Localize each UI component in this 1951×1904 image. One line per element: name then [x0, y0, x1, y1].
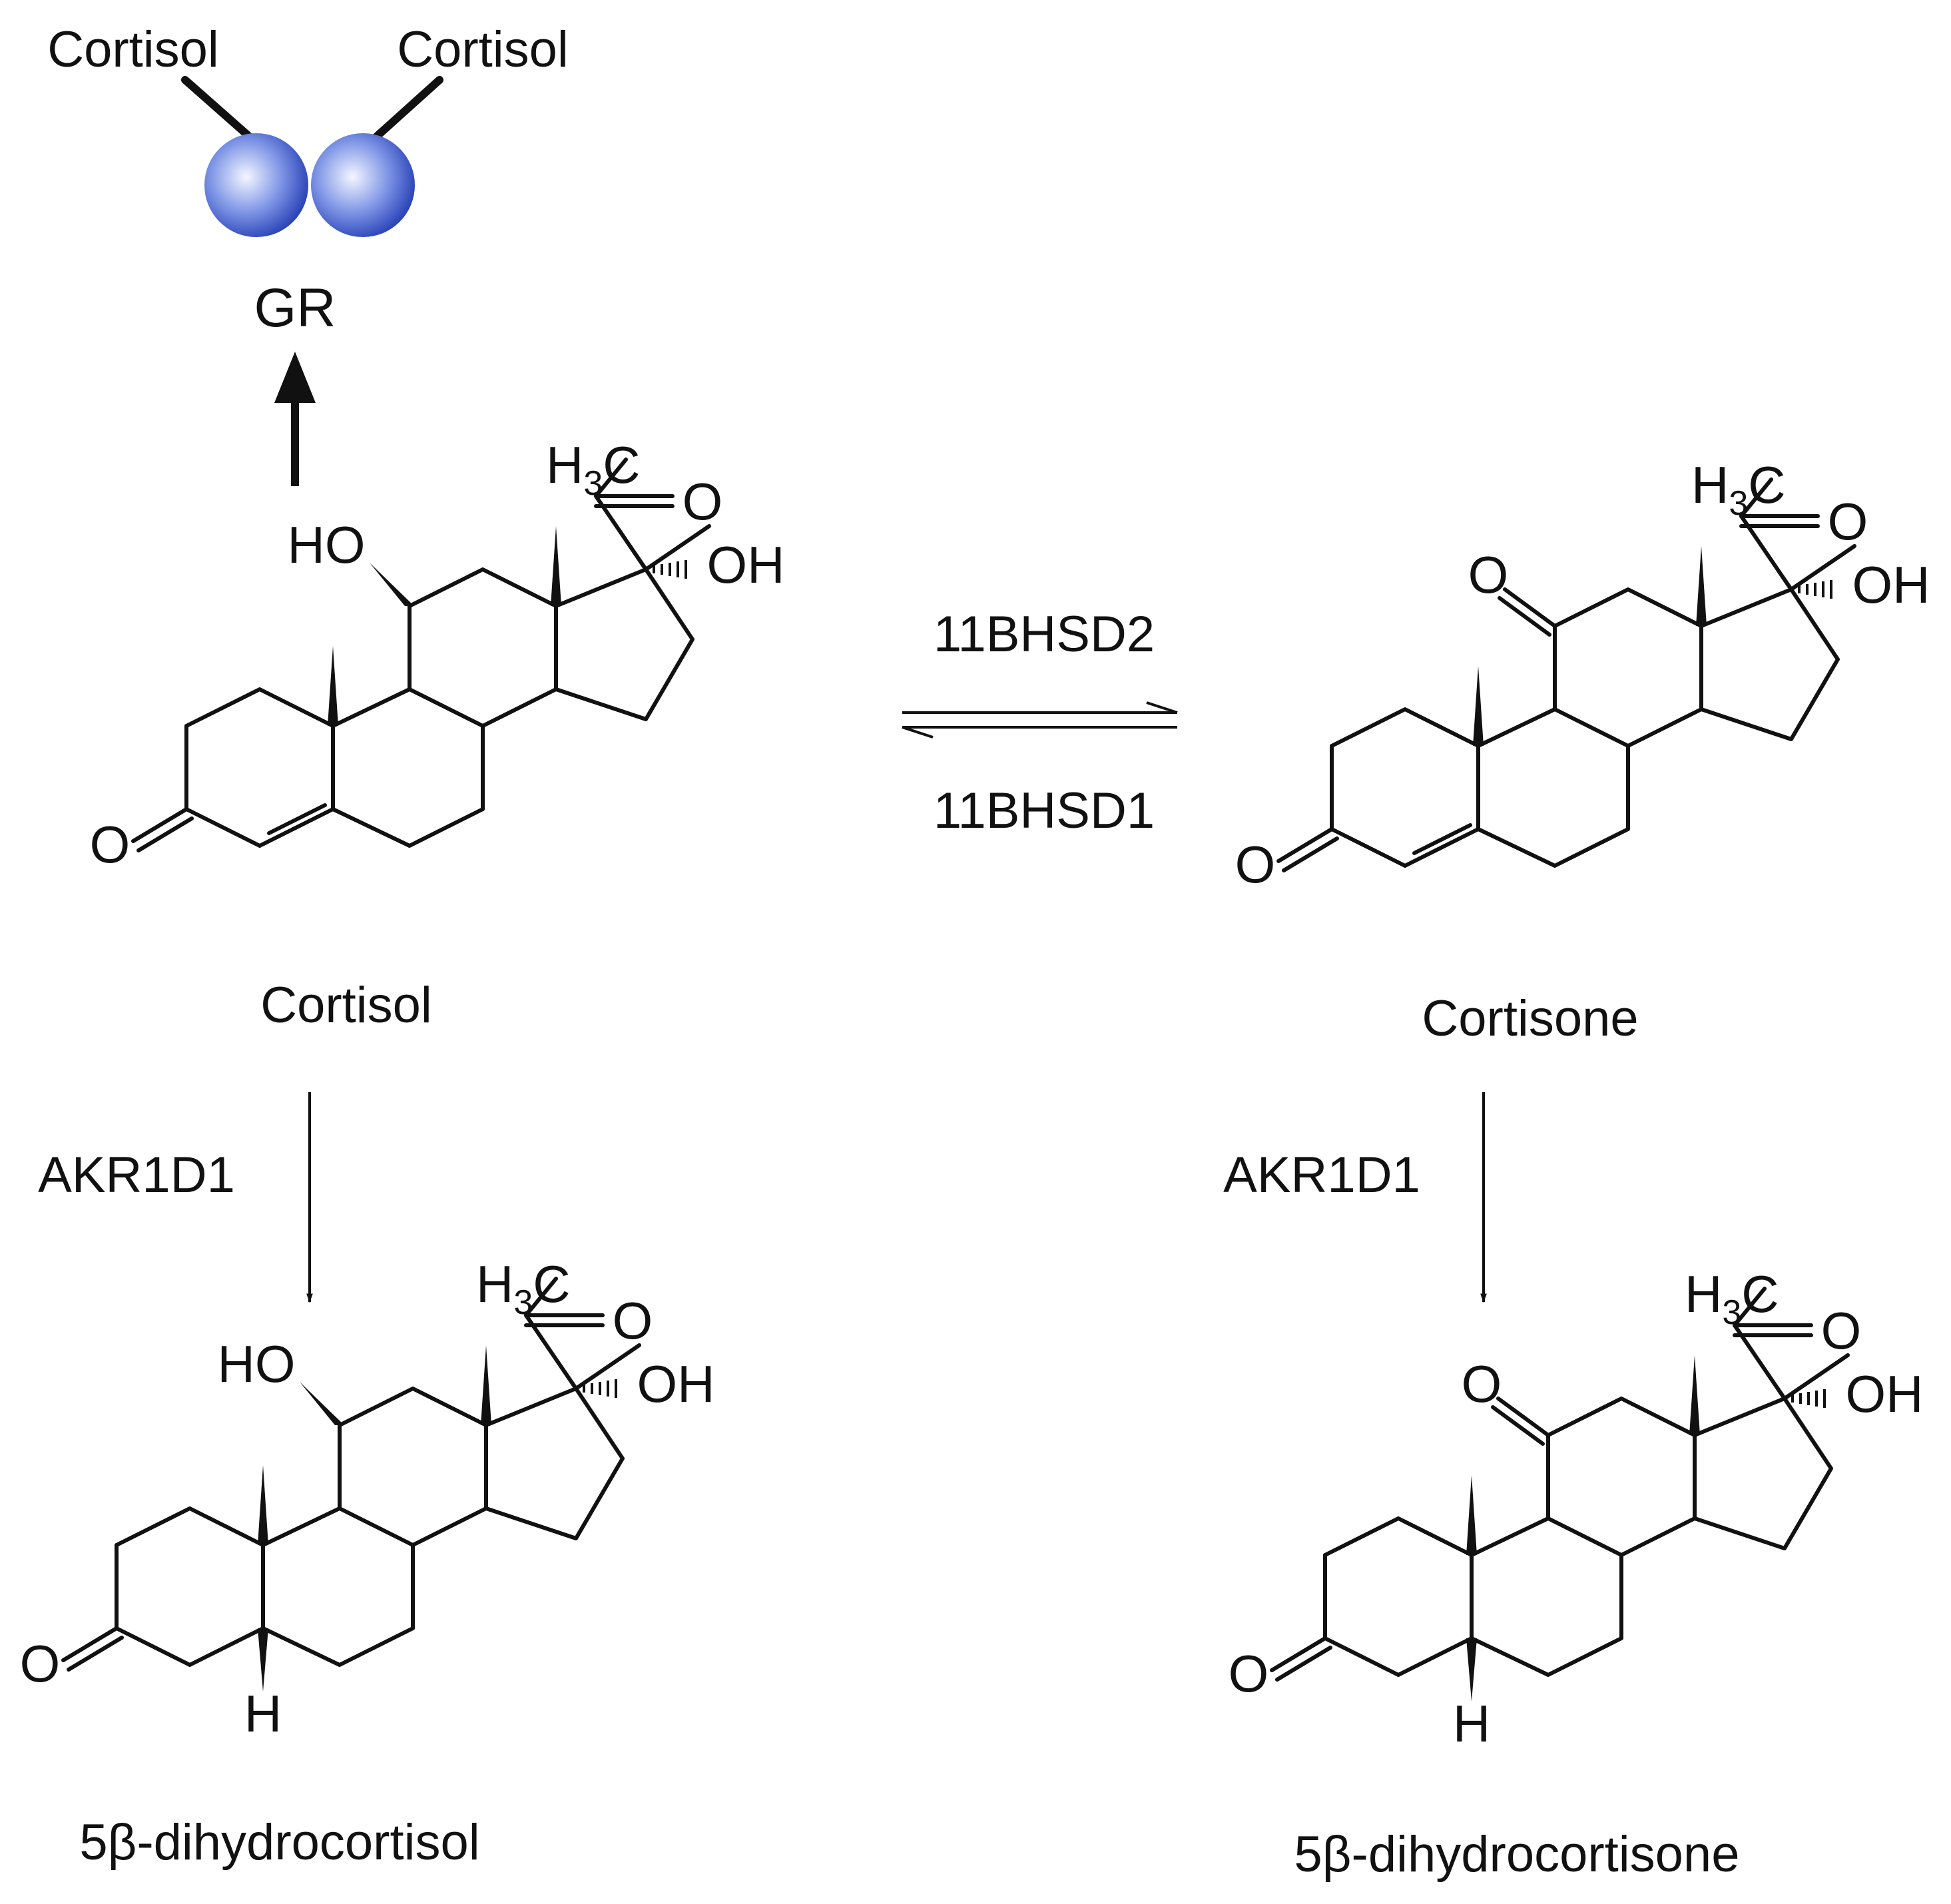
c11-ketone-bond-2: [1498, 596, 1551, 637]
c11-ketone-bond: [1503, 587, 1557, 628]
methyl-group-label: H3C: [546, 436, 641, 503]
c3-ketone-bond: [1276, 827, 1334, 863]
methyl-group-label: H3C: [1685, 1265, 1779, 1332]
c11-hydroxyl: HO: [218, 1335, 296, 1393]
c5-hydrogen: H: [1453, 1694, 1490, 1753]
compound-label-5b-dihydrocortisone: 5β-dihydrocortisone: [1294, 1826, 1740, 1883]
forward-arrow-barb: [1146, 701, 1178, 714]
enzyme-11bhsd2: 11BHSD2: [934, 606, 1155, 663]
acetyl-oxygen: O: [683, 472, 723, 531]
ligand-label-left: Cortisol: [47, 21, 219, 78]
gr-receptor: Cortisol Cortisol GR: [47, 21, 569, 486]
c3-ketone-bond: [1270, 1636, 1327, 1672]
steroid-skeleton: [115, 1313, 641, 1667]
compound-label-cortisol: Cortisol: [260, 977, 432, 1034]
molecule-cortisone: O O O H3C OH: [1235, 456, 1930, 894]
activation-arrow-head: [274, 352, 316, 403]
steroid-skeleton: [1323, 1323, 1850, 1677]
c3-ketone-bond-2: [67, 1636, 124, 1672]
c4-c5-bond: [258, 807, 335, 848]
acetyl-methyl-bond: [1739, 477, 1773, 518]
c3-ketone-bond-2: [137, 816, 194, 852]
receptor-subunit-right: [311, 133, 415, 237]
acetyl-methyl-bond: [524, 1277, 558, 1317]
c17-hydroxyl: OH: [1852, 555, 1930, 614]
enzyme-11bhsd1: 11BHSD1: [934, 783, 1155, 839]
c17-hydroxyl: OH: [1846, 1365, 1924, 1423]
reduction-arrows: AKR1D1 AKR1D1: [38, 1092, 1487, 1303]
c3-oxygen: O: [1235, 835, 1276, 894]
c3-oxygen: O: [90, 815, 131, 874]
ligand-label-right: Cortisol: [397, 21, 569, 78]
ligand-tether-right: [369, 76, 443, 144]
acetyl-oxygen: O: [613, 1291, 653, 1350]
acetyl-oxygen: O: [1828, 492, 1868, 551]
c5-h-wedge: [258, 1628, 268, 1692]
c5-h-wedge: [1466, 1638, 1477, 1702]
c4-c5-double-bond: [267, 803, 327, 835]
c17-hydroxyl: OH: [637, 1355, 715, 1413]
receptor-label: GR: [254, 278, 336, 338]
steroid-skeleton: [184, 494, 711, 848]
receptor-subunit-left: [204, 133, 308, 237]
compound-label-5b-dihydrocortisol: 5β-dihydrocortisol: [79, 1814, 479, 1871]
c3-ketone-bond-2: [1282, 836, 1339, 872]
acetyl-methyl-bond: [1733, 1287, 1767, 1327]
reverse-arrow-barb: [902, 726, 934, 739]
c17-hydroxyl: OH: [707, 535, 785, 594]
enzyme-akr1d1-right: AKR1D1: [1223, 1147, 1420, 1203]
steroid-skeleton: [1330, 514, 1856, 868]
ligand-tether-left: [181, 76, 257, 144]
c4-c5-bond: [1396, 1636, 1474, 1677]
c4-c5-double-bond: [1412, 823, 1472, 855]
methyl-group-label: H3C: [476, 1255, 571, 1322]
methyl-group-label: H3C: [1691, 456, 1786, 523]
acetyl-methyl-bond: [594, 458, 628, 498]
c11-oxygen: O: [1462, 1355, 1502, 1413]
acetyl-oxygen: O: [1821, 1301, 1862, 1360]
molecule-cortisol: O HO O H3C OH: [90, 436, 785, 874]
c3-ketone-bond: [61, 1626, 119, 1662]
c4-c5-bond: [1403, 827, 1480, 868]
c3-oxygen: O: [1229, 1644, 1269, 1703]
c11-ketone-bond-2: [1491, 1405, 1545, 1446]
enzyme-akr1d1-left: AKR1D1: [38, 1147, 235, 1203]
c11-hydroxyl: HO: [288, 515, 366, 574]
c3-oxygen: O: [20, 1634, 61, 1693]
c4-c5-bond: [188, 1626, 265, 1667]
c3-ketone-bond: [131, 807, 188, 843]
c11-ketone-bond: [1496, 1397, 1550, 1437]
c11-oh-wedge: [370, 563, 414, 606]
c5-hydrogen: H: [244, 1684, 282, 1743]
c3-ketone-bond-2: [1275, 1646, 1332, 1682]
compound-label-cortisone: Cortisone: [1422, 990, 1638, 1047]
equilibrium-arrows: 11BHSD2 11BHSD1: [902, 606, 1178, 839]
c11-oxygen: O: [1468, 545, 1509, 604]
c11-oh-wedge: [300, 1382, 344, 1425]
